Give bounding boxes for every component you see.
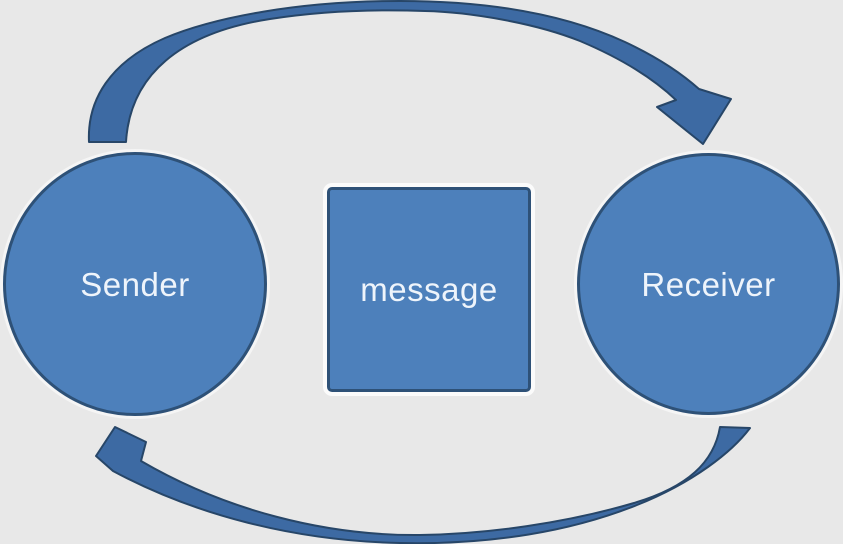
- sender-label: Sender: [80, 265, 190, 303]
- arrow-receiver-to-sender: [95, 426, 751, 544]
- receiver-label: Receiver: [641, 265, 776, 303]
- sender-node: Sender: [3, 152, 267, 416]
- message-node: message: [327, 187, 531, 392]
- arrow-sender-to-receiver: [87, 0, 732, 145]
- message-label: message: [360, 271, 498, 308]
- receiver-node: Receiver: [577, 153, 840, 415]
